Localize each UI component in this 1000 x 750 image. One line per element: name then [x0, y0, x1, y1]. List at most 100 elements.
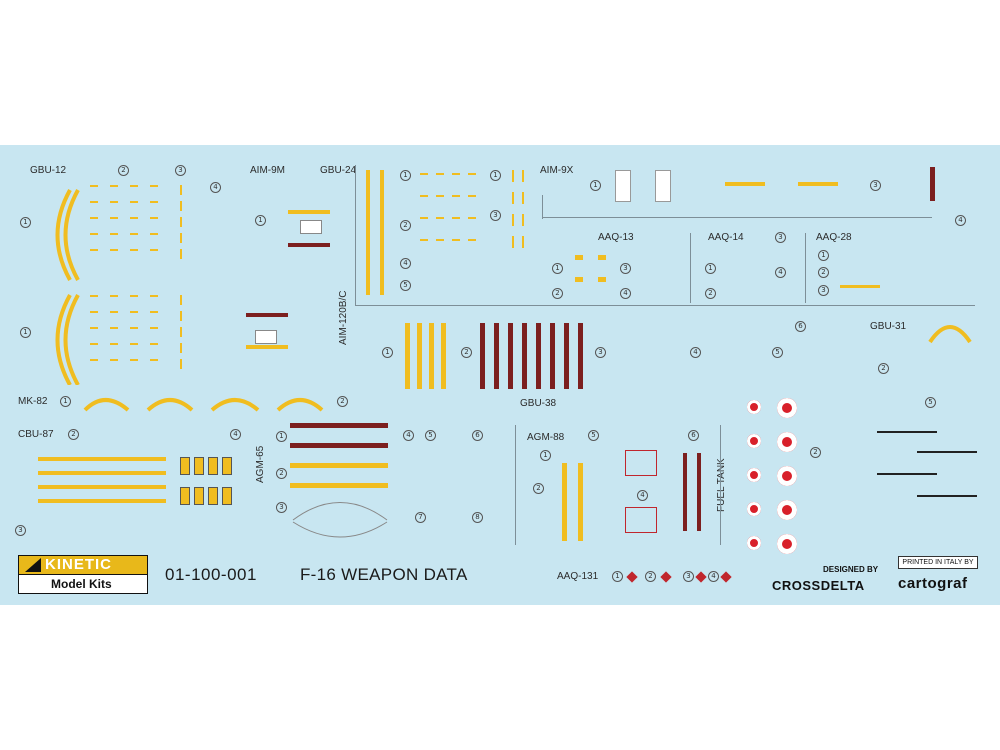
logo-bottom-band: Model Kits — [18, 574, 148, 594]
gbu-12-dash — [110, 201, 118, 203]
cbu-87-box — [180, 487, 190, 505]
designed-by-label: DESIGNED BY — [823, 565, 879, 574]
red-roundel — [777, 398, 797, 418]
gbu-12-dash — [110, 295, 118, 297]
gbu-12-dash — [90, 295, 98, 297]
decal-number: 4 — [690, 347, 701, 358]
decal-number: 4 — [400, 258, 411, 269]
label-gbu-38: GBU-38 — [520, 398, 557, 409]
gbu-12-dash — [110, 233, 118, 235]
gbu-12-dash — [150, 295, 158, 297]
designer-name: CROSSDELTA — [772, 578, 865, 593]
divider — [355, 305, 975, 306]
decal-number: 3 — [775, 232, 786, 243]
decal-number: 3 — [595, 347, 606, 358]
divider — [805, 233, 806, 303]
label-gbu-12: GBU-12 — [30, 165, 67, 176]
decal-number: 1 — [590, 180, 601, 191]
divider — [542, 195, 543, 219]
gbu-12-dash — [150, 233, 158, 235]
aim-120-yellow-stripe — [441, 323, 446, 389]
decal-number: 1 — [540, 450, 551, 461]
gbu-12-tick — [180, 327, 182, 337]
fuel-tank-red-stripe — [683, 453, 687, 531]
gbu-24-tick — [522, 192, 524, 204]
gbu-12-dash — [130, 327, 138, 329]
decal-number: 2 — [461, 347, 472, 358]
gbu-24-dash — [436, 195, 444, 197]
kinetic-logo: KINETIC Model Kits — [18, 555, 148, 594]
decal-number: 1 — [552, 263, 563, 274]
decal-number: 6 — [795, 321, 806, 332]
agm-88-yellow-stripe — [562, 463, 567, 541]
aim-120-yellow-stripe — [405, 323, 410, 389]
gbu-24-tick — [512, 170, 514, 182]
gbu-24-stripe — [366, 170, 370, 295]
label-aaq-14: AAQ-14 — [708, 232, 744, 243]
aim-120-red-stripe — [536, 323, 541, 389]
label-aaq-13: AAQ-13 — [598, 232, 634, 243]
decal-number: 3 — [490, 210, 501, 221]
aaq-13-decal — [598, 277, 606, 282]
gbu-12-dash — [150, 217, 158, 219]
decal-number: 1 — [818, 250, 829, 261]
gbu-12-dash — [110, 343, 118, 345]
aim-9x-yellow-band — [725, 182, 765, 186]
cbu-87-stripe — [38, 499, 166, 503]
printer-name: cartograf — [898, 575, 968, 592]
decal-number: 2 — [552, 288, 563, 299]
cbu-87-box — [208, 487, 218, 505]
red-roundel-small — [747, 536, 761, 550]
aim-9x-data-decal — [655, 170, 671, 202]
decal-number: 3 — [683, 571, 694, 582]
decal-number: 6 — [472, 430, 483, 441]
logo-triangle-icon — [25, 558, 41, 572]
label-aim-120: AIM-120B/C — [338, 290, 349, 345]
decal-number: 2 — [276, 468, 287, 479]
decal-number: 1 — [490, 170, 501, 181]
gbu-12-dash — [130, 201, 138, 203]
gbu-24-dash — [420, 173, 428, 175]
gbu-12-dash — [110, 359, 118, 361]
decal-number: 4 — [210, 182, 221, 193]
decal-number: 5 — [925, 397, 936, 408]
decal-number: 4 — [230, 429, 241, 440]
decal-number: 4 — [955, 215, 966, 226]
red-roundel — [777, 500, 797, 520]
decal-number: 3 — [818, 285, 829, 296]
label-fuel-tank: FUEL TANK — [716, 458, 727, 512]
gbu-24-dash — [420, 217, 428, 219]
cbu-87-stripe — [38, 471, 166, 475]
aim-120-red-stripe — [578, 323, 583, 389]
logo-text: KINETIC — [45, 556, 112, 573]
decal-number: 1 — [276, 431, 287, 442]
aaq-131-diamond — [626, 571, 638, 583]
gbu-24-dash — [452, 217, 460, 219]
aaq-131-diamond — [660, 571, 672, 583]
aim-120-red-stripe — [494, 323, 499, 389]
decal-number: 2 — [705, 288, 716, 299]
aim-9m-yellow-band — [246, 345, 288, 349]
agm-65-yellow-stripe — [290, 483, 388, 488]
aaq-13-decal — [598, 255, 606, 260]
gbu-12-tick — [180, 185, 182, 195]
decal-number: 4 — [637, 490, 648, 501]
gbu-12-tick — [180, 311, 182, 321]
gbu-24-tick — [512, 192, 514, 204]
decal-number: 8 — [472, 512, 483, 523]
aim-9m-red-band — [246, 313, 288, 317]
gbu-24-tick — [522, 170, 524, 182]
label-gbu-31: GBU-31 — [870, 321, 907, 332]
gbu-24-dash — [436, 239, 444, 241]
divider — [720, 425, 721, 545]
gbu-12-dash — [90, 201, 98, 203]
decal-number: 3 — [276, 502, 287, 513]
gbu-12-dash — [150, 201, 158, 203]
gbu-24-tick — [522, 214, 524, 226]
aaq-13-decal — [575, 255, 583, 260]
decal-number: 4 — [775, 267, 786, 278]
decal-number: 1 — [612, 571, 623, 582]
aim-9m-red-band — [288, 243, 330, 247]
decal-number: 2 — [645, 571, 656, 582]
label-aaq-131: AAQ-131 — [557, 571, 599, 582]
